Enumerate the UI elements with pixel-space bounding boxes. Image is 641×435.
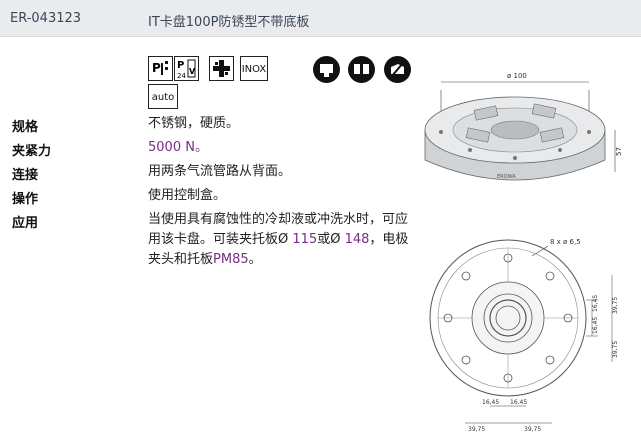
application-label: 应用 — [12, 216, 39, 231]
dim-1645-right-a: 16,45 — [592, 295, 599, 312]
dim-1645-bottom-a: 16,45 — [482, 399, 499, 406]
material-value: 不锈钢，硬质。 — [148, 116, 240, 131]
application-value: 当使用具有腐蚀性的冷却液或冲洗水时，可应 用该卡盘。可装夹托板Ø 115或Ø 1… — [148, 210, 418, 270]
brand-mark: EROWA — [497, 174, 516, 180]
auto-icon: auto — [148, 84, 178, 109]
operation-label: 操作 — [12, 192, 39, 207]
mount-type-a-icon — [313, 56, 340, 83]
mount-type-b-icon — [348, 56, 375, 83]
connection-label: 连接 — [12, 168, 39, 183]
product-id: ER-043123 — [10, 11, 82, 26]
dim-3975-right-a: 39,75 — [612, 297, 619, 314]
application-line-3: 夹头和托板PM85。 — [148, 252, 262, 267]
header-bar: ER-043123 IT卡盘100P防锈型不带底板 — [0, 0, 641, 37]
product-title: IT卡盘100P防锈型不带底板 — [148, 15, 310, 30]
clamp-icon — [209, 56, 234, 81]
chuck-isometric-drawing: ø 100 EROWA 57 — [424, 72, 623, 181]
dim-3975-bottom-b: 39,75 — [524, 426, 541, 433]
svg-text:P: P — [152, 61, 161, 75]
mount-type-c-icon — [384, 56, 411, 83]
pallet-148-link[interactable]: 148 — [344, 232, 370, 247]
holes-dim-label: 8 x ø 6,5 — [550, 238, 581, 246]
force-value: 5000 N。 — [148, 140, 208, 155]
force-label: 夹紧力 — [12, 144, 52, 159]
chuck-top-view-drawing: 8 x ø 6,5 16,45 16,45 39,75 39,75 16,45 … — [429, 238, 619, 433]
diameter-dim-label: ø 100 — [507, 72, 527, 80]
inox-icon: INOX — [240, 56, 268, 81]
connection-value: 用两条气流管路从背面。 — [148, 164, 292, 179]
material-label: 规格 — [12, 120, 39, 135]
pallet-115-link[interactable]: 115 — [292, 232, 318, 247]
dim-3975-bottom-a: 39,75 — [468, 426, 485, 433]
application-line-2: 用该卡盘。可装夹托板Ø 115或Ø 148，电极 — [148, 232, 409, 247]
pneumatic-24v-icon: P 24 V — [174, 56, 199, 81]
dim-1645-bottom-b: 16,45 — [510, 399, 527, 406]
pm85-link[interactable]: PM85 — [213, 252, 249, 267]
svg-text:P: P — [177, 60, 184, 71]
application-line-1: 当使用具有腐蚀性的冷却液或冲洗水时，可应 — [148, 212, 409, 227]
dim-3975-right-b: 39,75 — [612, 341, 619, 358]
height-dim-label: 57 — [615, 147, 623, 156]
svg-text:24: 24 — [177, 72, 186, 80]
svg-text:V: V — [189, 67, 196, 76]
pneumatic-p-icon: P — [148, 56, 173, 81]
dim-1645-right-b: 16,45 — [592, 317, 599, 334]
operation-value: 使用控制盒。 — [148, 188, 227, 203]
